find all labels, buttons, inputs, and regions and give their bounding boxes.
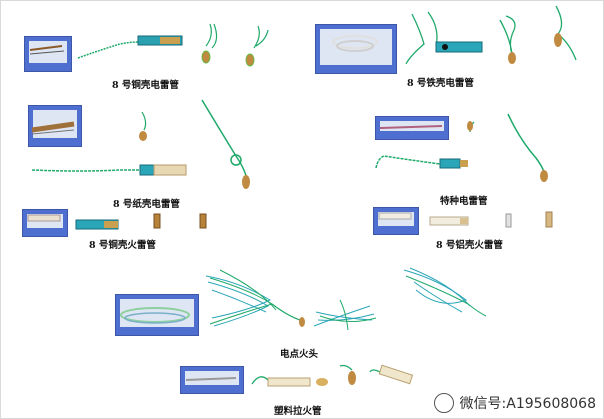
caption-special-electric: 特种电雷管 — [440, 196, 488, 207]
caption-paper-shell-electric: 8 号纸壳电雷管 — [113, 199, 180, 210]
caption-cu-shell-electric: 8 号铜壳电雷管 — [112, 80, 179, 91]
caption-fe-shell-electric: 8 号铁壳电雷管 — [407, 78, 474, 89]
watermark: 微信号:A195608068 — [433, 393, 596, 413]
caption-al-shell-fire: 8 号铝壳火雷管 — [436, 240, 503, 251]
wechat-logo-icon — [433, 393, 454, 413]
caption-cu-shell-fire: 8 号铜壳火雷管 — [89, 240, 156, 251]
watermark-text: 微信号:A195608068 — [459, 396, 596, 412]
caption-plastic-pull-tube: 塑料拉火管 — [274, 406, 322, 417]
caption-electric-igniter: 电点火头 — [280, 349, 319, 360]
scale-card-cu-fire — [22, 209, 68, 237]
